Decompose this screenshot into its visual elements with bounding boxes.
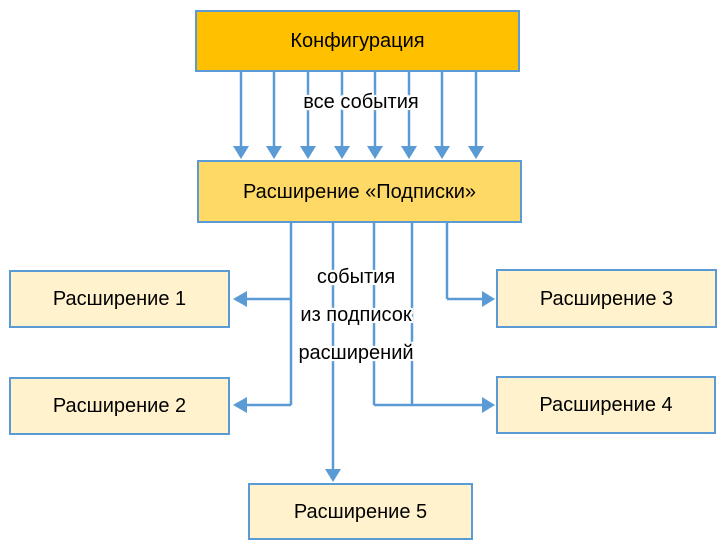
- node-extension-4: Расширение 4: [496, 376, 716, 434]
- node-extension-3-label: Расширение 3: [539, 287, 674, 310]
- node-extension-3: Расширение 3: [496, 269, 717, 328]
- node-extension-2: Расширение 2: [9, 377, 230, 435]
- node-extension-5-label: Расширение 5: [293, 500, 428, 523]
- node-extension-1: Расширение 1: [9, 270, 230, 328]
- node-extension-5: Расширение 5: [248, 483, 473, 540]
- connector-subscriptions-to-ext4: [372, 222, 495, 413]
- arrow-config-to-subscriptions-1: [233, 72, 249, 159]
- arrow-config-to-subscriptions-7: [434, 72, 450, 159]
- edge-label-subscription-events: события из подписок расширений: [298, 266, 414, 364]
- edge-label-all-events: все события: [303, 91, 419, 113]
- connector-subscriptions-to-ext5: [325, 222, 341, 482]
- arrow-config-to-subscriptions-3: [300, 72, 316, 159]
- arrow-config-to-subscriptions-6: [401, 72, 417, 159]
- connector-subscriptions-to-ext3: [445, 222, 495, 307]
- arrow-config-to-subscriptions-5: [367, 72, 383, 159]
- node-subscriptions-extension-label: Расширение «Подписки»: [242, 180, 477, 203]
- arrow-config-to-subscriptions-2: [266, 72, 282, 159]
- arrows-config-to-subscriptions: [233, 72, 484, 159]
- node-extension-2-label: Расширение 2: [52, 395, 187, 417]
- node-subscriptions-extension: Расширение «Подписки»: [197, 160, 522, 223]
- connector-subscriptions-to-ext2: [233, 299, 293, 413]
- node-configuration: Конфигурация: [195, 10, 520, 72]
- arrow-config-to-subscriptions-8: [468, 72, 484, 159]
- node-extension-1-label: Расширение 1: [52, 288, 187, 310]
- connector-subscriptions-to-ext1: [233, 222, 293, 307]
- node-extension-4-label: Расширение 4: [539, 394, 673, 416]
- node-configuration-label: Конфигурация: [290, 30, 425, 52]
- arrow-config-to-subscriptions-4: [334, 72, 350, 159]
